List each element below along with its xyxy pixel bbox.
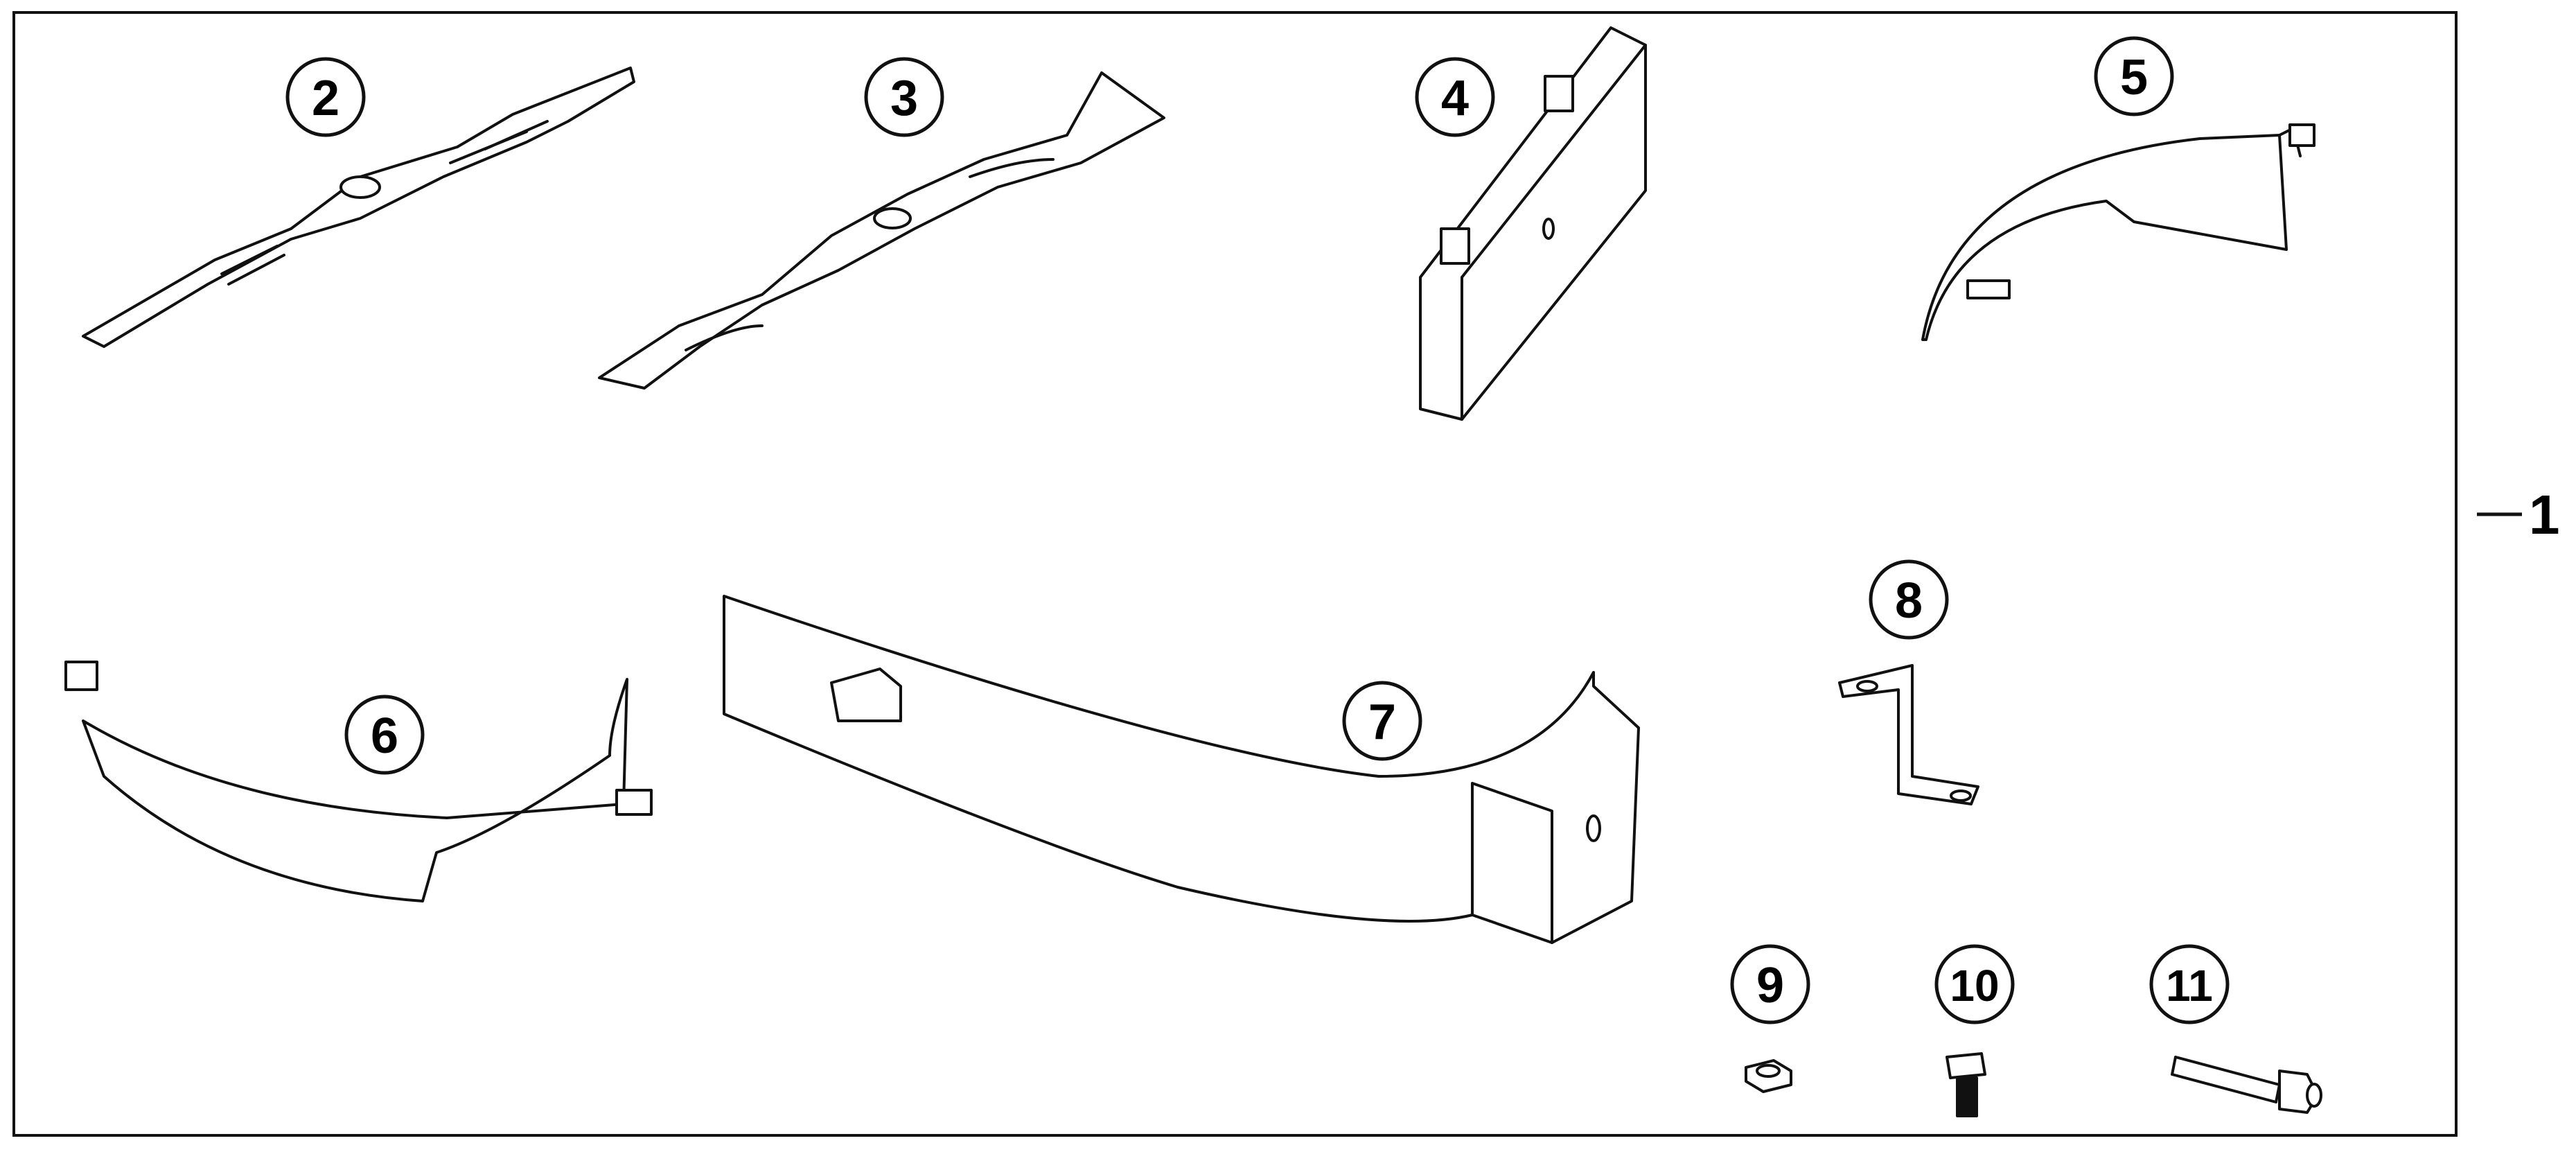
callout-2-label: 2 [312, 71, 339, 126]
callout-11-label: 11 [2166, 961, 2213, 1011]
callout-8-label: 8 [1895, 573, 1923, 629]
blade-center-hole [339, 175, 381, 199]
high-lift-blade-icon [598, 71, 1165, 390]
part-8-bracket[interactable] [1838, 664, 1979, 805]
part-4-deflector[interactable] [1419, 26, 1647, 421]
callout-4-label: 4 [1441, 71, 1469, 126]
callout-4: 4 [1415, 57, 1495, 137]
part-6-baffle[interactable] [64, 661, 653, 902]
chute-baffle-icon [723, 595, 1640, 944]
part-9-nut[interactable] [1745, 1059, 1792, 1093]
callout-6: 6 [344, 695, 425, 775]
long-bolt-icon [2171, 1056, 2281, 1103]
curved-baffle-icon [1921, 134, 2288, 341]
callout-3-label: 3 [890, 71, 918, 126]
part-7-baffle[interactable] [723, 595, 1640, 944]
callout-5: 5 [2094, 36, 2174, 116]
part-10-bolt[interactable] [1946, 1052, 1986, 1117]
mower-blade-icon [82, 67, 635, 348]
part-2-blade[interactable] [82, 67, 635, 348]
short-bolt-icon [1946, 1052, 1986, 1079]
callout-5-label: 5 [2120, 50, 2148, 105]
part-3-blade[interactable] [598, 71, 1165, 390]
part-11-bolt[interactable] [2171, 1056, 2322, 1114]
assembly-frame [12, 11, 2458, 1137]
callout-10: 10 [1934, 944, 2015, 1024]
assembly-label: 1 [2529, 484, 2560, 546]
callout-2: 2 [285, 57, 366, 137]
callout-11: 11 [2149, 944, 2230, 1024]
deflector-plate-icon [1419, 26, 1647, 421]
curved-baffle-icon [82, 678, 628, 902]
callout-6-label: 6 [371, 708, 398, 764]
callout-7: 7 [1342, 681, 1422, 761]
z-bracket-icon [1838, 664, 1979, 805]
callout-8: 8 [1869, 559, 1949, 640]
part-5-baffle[interactable] [1921, 123, 2315, 341]
callout-3: 3 [864, 57, 944, 137]
callout-9-label: 9 [1756, 958, 1784, 1013]
callout-7-label: 7 [1368, 695, 1396, 750]
blade-center-hole [873, 207, 912, 229]
callout-9: 9 [1730, 944, 1810, 1024]
callout-10-label: 10 [1950, 961, 1999, 1011]
